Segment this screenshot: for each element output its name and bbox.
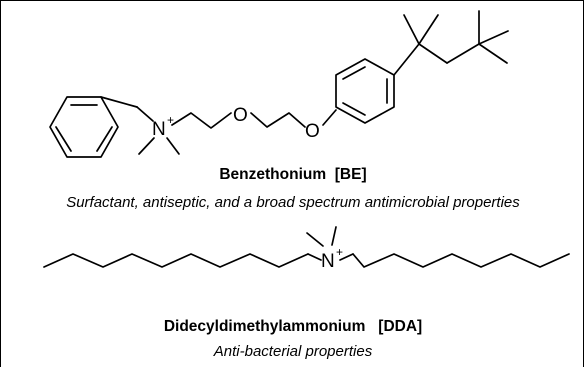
- aryl-ether-bond: [322, 109, 337, 126]
- benzyl-ch2-bond: [100, 96, 138, 108]
- ethoxy-chain-1: [171, 112, 232, 129]
- dda-abbreviation: [DDA]: [378, 318, 423, 335]
- n-methyl-bond-2: [166, 137, 180, 155]
- right-chain-n-bond: [339, 253, 354, 261]
- dda-nitrogen: N: [321, 251, 335, 272]
- ether-oxygen-2: O: [305, 121, 320, 142]
- ethoxy-chain-2: [250, 112, 306, 128]
- tert-ch2-bond: [418, 43, 448, 64]
- decyl-chain-right: [352, 253, 570, 268]
- benzethonium-structure: N + O O: [49, 10, 509, 158]
- dda-name: Didecyldimethylammonium: [163, 318, 366, 335]
- benzethonium-name: Benzethonium: [219, 166, 327, 183]
- benzethonium-title: Benzethonium [BE]: [1, 166, 584, 184]
- decyl-chain-left: [43, 253, 309, 268]
- dda-description: Anti-bacterial properties: [213, 343, 373, 360]
- ch2-quaternary-bond: [446, 43, 480, 64]
- dda-methyl-bond-1: [306, 232, 324, 247]
- phenyl-ring-visible: [335, 58, 395, 124]
- quaternary-methyl-3: [478, 43, 508, 64]
- dda-structure: N +: [43, 226, 570, 272]
- tert-methyl-1: [403, 14, 420, 45]
- benzethonium-abbreviation: [BE]: [334, 166, 367, 183]
- benzyl-ring: [49, 96, 119, 158]
- dda-charge: +: [336, 245, 343, 259]
- benzyl-n-bond: [136, 106, 154, 122]
- tert-methyl-2: [418, 14, 439, 45]
- quaternary-methyl-2: [478, 30, 509, 45]
- dda-title: Didecyldimethylammonium [DDA]: [1, 318, 584, 336]
- benzethonium-nitrogen: N: [152, 119, 166, 140]
- left-chain-n-bond: [307, 253, 322, 261]
- aryl-tert-carbon-bond: [393, 43, 420, 76]
- benzethonium-description: Surfactant, antiseptic, and a broad spec…: [66, 194, 520, 211]
- dda-methyl-bond-2: [331, 226, 337, 246]
- benzethonium-charge: +: [167, 113, 174, 127]
- n-methyl-bond-1: [138, 137, 155, 155]
- ether-oxygen-1: O: [233, 105, 248, 126]
